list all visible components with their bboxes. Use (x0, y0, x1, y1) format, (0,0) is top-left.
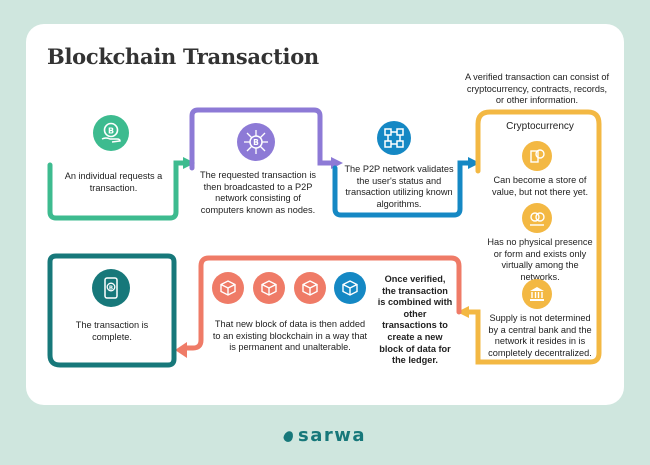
svg-text:B: B (109, 286, 113, 292)
block-cube-icon (212, 272, 244, 304)
blue-arrow-icon (468, 157, 480, 169)
verified-note: A verified transaction can consist of cr… (464, 72, 609, 106)
step7-text: The transaction is complete. (75, 320, 149, 342)
page-title: Blockchain Transaction (47, 44, 319, 69)
step5-text: Once verified, the transaction is combin… (377, 274, 453, 366)
yellow-connector (464, 109, 602, 365)
brand-name: sarwa (297, 425, 366, 446)
network-nodes-icon (377, 121, 411, 155)
step2-text: The requested transaction is then broadc… (200, 170, 316, 215)
step3-text: The P2P network validates the user's sta… (344, 164, 454, 209)
crypto-heading: Cryptocurrency (506, 121, 574, 132)
new-block-cube-icon (334, 272, 366, 304)
blue-connector (332, 160, 473, 218)
brand-logo: sarwa (0, 425, 650, 446)
step6-text: That new block of data is then added to … (212, 319, 368, 353)
bitcoin-hand-icon: B (93, 115, 129, 151)
block-cube-icon (253, 272, 285, 304)
bitcoin-phone-icon: B (92, 269, 130, 307)
crypto-point3: Supply is not determined by a central ba… (488, 313, 592, 358)
yellow-arrow-icon (457, 306, 469, 318)
teal-connector (47, 253, 177, 368)
store-of-value-icon (522, 141, 552, 171)
bank-icon (522, 279, 552, 309)
bitcoin-network-icon: B (237, 123, 275, 161)
salmon-connector (182, 255, 462, 351)
crypto-point2: Has no physical presence or form and exi… (487, 237, 593, 282)
svg-text:B: B (108, 127, 114, 136)
green-connector (47, 160, 188, 221)
block-cube-icon (294, 272, 326, 304)
green-arrow-icon (183, 157, 195, 169)
purple-connector (189, 107, 336, 171)
crypto-point1: Can become a store of value, but not the… (491, 175, 589, 197)
brand-mark-icon (282, 429, 295, 444)
virtual-coins-icon (522, 203, 552, 233)
salmon-arrow-icon (175, 342, 187, 358)
svg-text:B: B (253, 138, 259, 147)
step1-text: An individual requests a transaction. (64, 171, 163, 193)
